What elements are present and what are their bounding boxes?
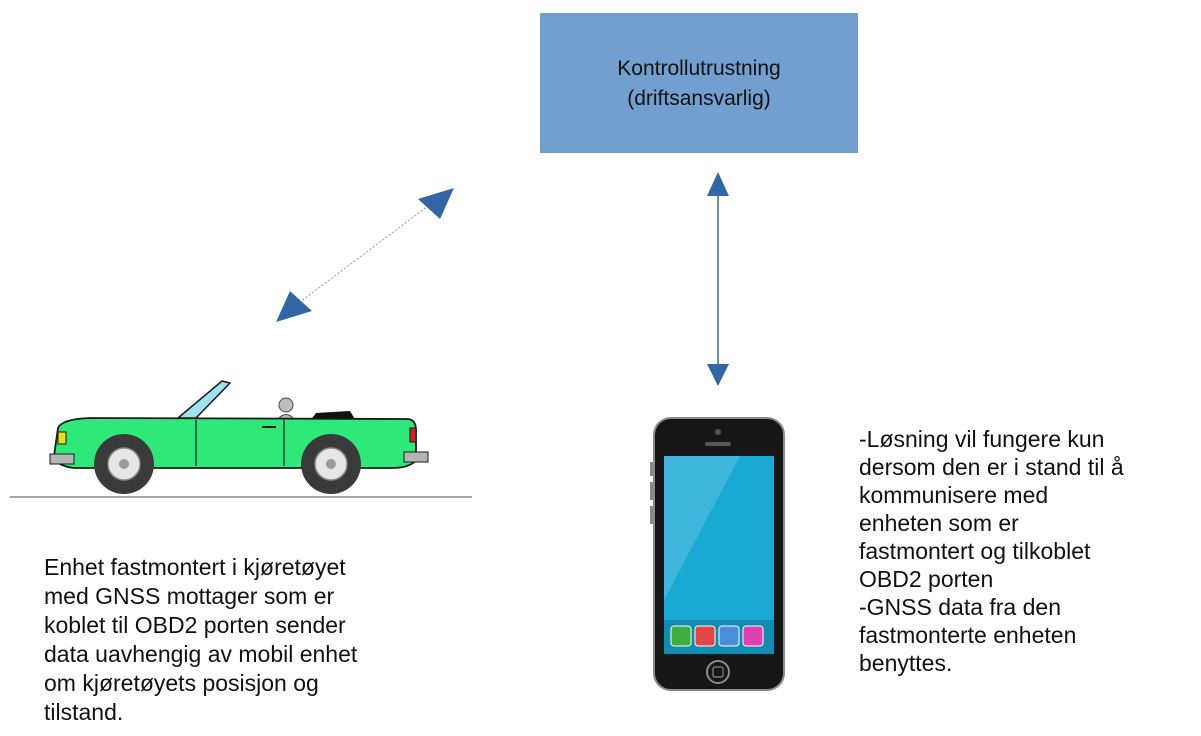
car-taillight — [409, 427, 417, 443]
phone-side-button-middle — [650, 482, 654, 500]
car-front-bumper — [49, 453, 75, 465]
car-driver-head — [278, 397, 294, 413]
phone-side-button-bottom — [650, 506, 654, 524]
phone-home-button — [706, 660, 730, 684]
control-equipment-subtitle: (driftsansvarlig) — [627, 87, 771, 110]
phone-app-icon-browser — [718, 625, 740, 647]
phone-app-icon-mail — [694, 625, 716, 647]
phone-front-camera — [715, 429, 721, 435]
control-equipment-title: Kontrollutrustning — [617, 57, 781, 80]
control-equipment-box — [540, 13, 858, 153]
phone-description-line: kommunisere med — [859, 482, 1049, 508]
phone-side-button-top — [650, 462, 654, 476]
phone-app-icon-music — [742, 625, 764, 647]
phone-description-line: benyttes. — [859, 650, 953, 676]
car-door-outline — [195, 420, 285, 466]
phone-speaker — [705, 442, 731, 446]
phone-description: -Løsning vil fungere kun dersom den er i… — [859, 425, 1194, 677]
car-illustration — [49, 380, 429, 494]
phone-description-line: -Løsning vil fungere kun — [859, 426, 1105, 452]
phone-app-icon-phone — [670, 625, 692, 647]
phone-home-button-square — [712, 666, 724, 678]
wireless-link-arrowhead-bottom — [276, 291, 312, 322]
control-equipment-label: Kontrollutrustning (driftsansvarlig) — [540, 54, 858, 114]
car-description-line: om kjøretøyets posisjon og — [44, 670, 319, 696]
phone-link-arrowhead-top — [707, 172, 729, 196]
phone-description-line: fastmontert og tilkoblet — [859, 538, 1091, 564]
phone-description-line: enheten som er — [859, 510, 1019, 536]
phone-screen-glare — [664, 456, 740, 600]
wireless-link-line — [295, 199, 437, 306]
car-rear-bumper — [403, 451, 429, 463]
car-windshield — [175, 380, 232, 419]
smartphone-illustration — [650, 417, 785, 691]
car-front-hub — [119, 459, 129, 469]
phone-description-line: OBD2 porten — [859, 566, 994, 592]
car-description-line: med GNSS mottager som er — [44, 583, 335, 609]
car-rear-hub — [326, 459, 336, 469]
car-description: Enhet fastmontert i kjøretøyet med GNSS … — [44, 553, 464, 727]
phone-description-line: fastmonterte enheten — [859, 622, 1077, 648]
phone-link-arrowhead-bottom — [707, 364, 729, 386]
car-headlight — [57, 431, 67, 445]
car-description-line: data uavhengig av mobil enhet — [44, 641, 358, 667]
wireless-link-arrowhead-top — [418, 188, 454, 219]
phone-description-line: dersom den er i stand til å — [859, 454, 1124, 480]
car-description-line: koblet til OBD2 porten sender — [44, 612, 346, 638]
phone-description-line: -GNSS data fra den — [859, 594, 1061, 620]
car-description-line: tilstand. — [44, 699, 124, 725]
car-description-line: Enhet fastmontert i kjøretøyet — [44, 554, 346, 580]
